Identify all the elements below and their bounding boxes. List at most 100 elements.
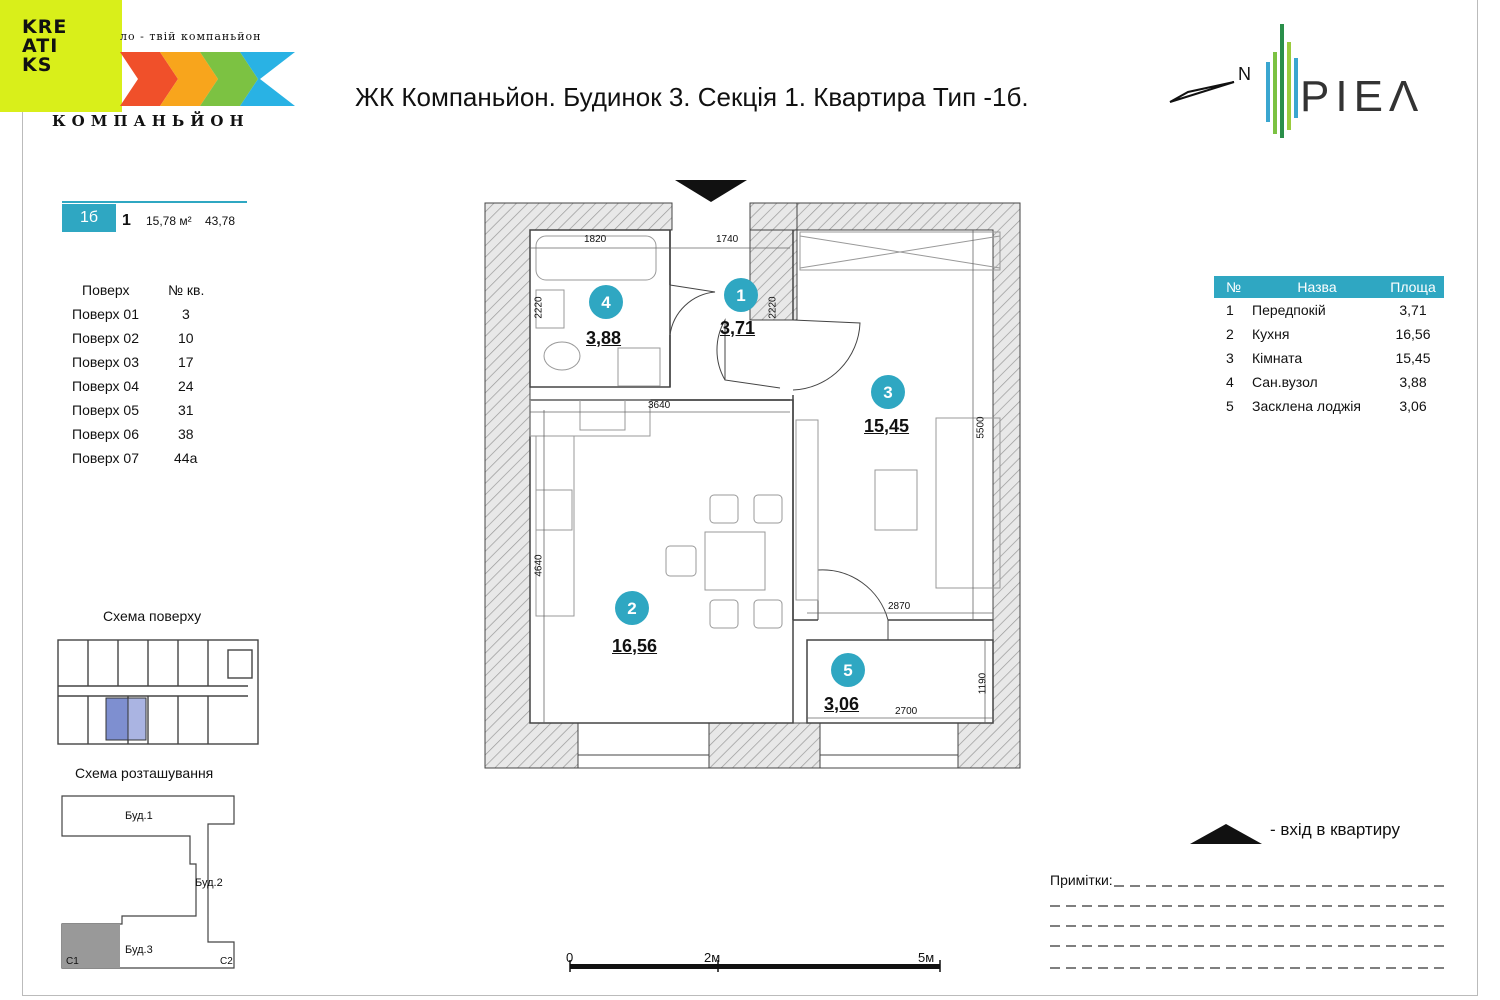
rooms-header-name: Назва bbox=[1297, 279, 1337, 295]
dim-hall-height: 2220 bbox=[767, 296, 779, 319]
floor-name: Поверх 03 bbox=[72, 354, 140, 370]
floor-name: Поверх 06 bbox=[72, 426, 140, 442]
doors bbox=[669, 284, 889, 640]
room-area-5: 3,06 bbox=[824, 694, 860, 714]
north-label: N bbox=[1238, 64, 1251, 84]
room-number-3: 3 bbox=[883, 383, 893, 402]
apt-number: 44а bbox=[174, 450, 198, 466]
floor-scheme-highlight bbox=[105, 697, 129, 741]
room-name: Передпокій bbox=[1252, 302, 1326, 318]
room-name: Сан.вузол bbox=[1252, 374, 1318, 390]
table-row: Поверх 03 17 bbox=[72, 350, 228, 374]
scale-bar bbox=[569, 960, 941, 972]
wall-segment bbox=[708, 722, 821, 769]
table-row: 2 Кухня 16,56 bbox=[1214, 322, 1444, 346]
wall-segment bbox=[749, 202, 798, 231]
room-num: 5 bbox=[1226, 398, 1234, 414]
site-scheme-label: Схема розташування bbox=[75, 765, 214, 781]
site-scheme bbox=[61, 795, 235, 969]
scale-mid: 2м bbox=[704, 950, 721, 965]
room-badge-4 bbox=[589, 285, 623, 319]
floor-plan bbox=[484, 180, 1021, 769]
room-name: Кухня bbox=[1252, 326, 1290, 342]
entry-arrow-icon bbox=[675, 180, 747, 202]
room-area-1: 3,71 bbox=[720, 318, 756, 338]
rooms-table-header: № Назва Площа bbox=[1214, 276, 1444, 298]
apt-number: 10 bbox=[178, 330, 194, 346]
complex-logo-mark bbox=[120, 52, 295, 106]
developer-logo-text: KRE ATI KS bbox=[22, 16, 68, 76]
room-badge-2 bbox=[615, 591, 649, 625]
room-area: 16,56 bbox=[1395, 326, 1431, 342]
dim-loggia-height: 1190 bbox=[977, 672, 989, 695]
rooms-table: № Назва Площа 1 Передпокій 3,71 2 Кухня 16,5… bbox=[1214, 276, 1444, 418]
table-row: Поверх 07 44а bbox=[72, 446, 228, 470]
apt-number: 17 bbox=[178, 354, 194, 370]
builder-logo-text: PIEΛ bbox=[1300, 72, 1425, 121]
complex-name: КОМПАНЬЙОН bbox=[52, 112, 250, 130]
room-name: Кімната bbox=[1252, 350, 1303, 366]
floor-scheme-label: Схема поверху bbox=[103, 608, 202, 624]
dim-kitchen-height: 4640 bbox=[533, 554, 545, 577]
room-area: 3,88 bbox=[1399, 374, 1427, 390]
builder-logo-mark bbox=[1266, 24, 1298, 138]
dim-bath-height: 2220 bbox=[533, 296, 545, 319]
furniture bbox=[529, 231, 1001, 629]
room-badges bbox=[589, 278, 905, 687]
living-area: 15,78 м² bbox=[146, 214, 192, 228]
total-area: 43,78 bbox=[205, 214, 236, 228]
room-num: 3 bbox=[1226, 350, 1234, 366]
floor-name: Поверх 04 bbox=[72, 378, 140, 394]
floor-name: Поверх 02 bbox=[72, 330, 140, 346]
c2-label: С2 bbox=[220, 956, 233, 967]
floors-table: Поверх № кв. Поверх 01 3 Поверх 02 10 Пове… bbox=[72, 278, 228, 470]
dim-room-height: 5500 bbox=[975, 416, 987, 439]
room-num: 4 bbox=[1226, 374, 1234, 390]
table-row: Поверх 02 10 bbox=[72, 326, 228, 350]
c1-label: С1 bbox=[66, 956, 79, 967]
dimension-lines bbox=[530, 230, 993, 723]
table-row: Поверх 04 24 bbox=[72, 374, 228, 398]
notes-lines bbox=[1050, 885, 1446, 969]
building-2-label: Буд.2 bbox=[195, 877, 223, 889]
floors-header-floor: Поверх bbox=[82, 282, 130, 298]
floor-name: Поверх 01 bbox=[72, 306, 140, 322]
room-area-2: 16,56 bbox=[612, 636, 658, 656]
room-area: 3,71 bbox=[1399, 302, 1427, 318]
summary-strip-line bbox=[62, 201, 247, 203]
room-number-5: 5 bbox=[843, 661, 853, 680]
floors-header: Поверх № кв. bbox=[72, 278, 228, 302]
complex-tagline: ло - твій компаньйон bbox=[120, 30, 262, 43]
room-area-3: 15,45 bbox=[864, 416, 910, 436]
apt-number: 31 bbox=[178, 402, 194, 418]
room-name: Засклена лоджія bbox=[1252, 398, 1361, 414]
table-row: Поверх 05 31 bbox=[72, 398, 228, 422]
room-number-1: 1 bbox=[736, 286, 746, 305]
room-num: 2 bbox=[1226, 326, 1234, 342]
page-title: ЖК Компаньйон. Будинок 3. Секція 1. Квар… bbox=[355, 82, 1029, 112]
notes-label: Примітки: bbox=[1050, 872, 1113, 888]
floor-scheme bbox=[57, 639, 259, 745]
building-1-label: Буд.1 bbox=[125, 810, 153, 822]
scale-start: 0 bbox=[566, 950, 574, 965]
room-badge-5 bbox=[831, 653, 865, 687]
rooms-header-area: Площа bbox=[1390, 279, 1436, 295]
room-number-4: 4 bbox=[601, 293, 611, 312]
apt-number: 24 bbox=[178, 378, 194, 394]
dim-room-width: 2870 bbox=[888, 601, 911, 612]
floor-name: Поверх 07 bbox=[72, 450, 140, 466]
building-3-label: Буд.3 bbox=[125, 944, 153, 956]
page-frame bbox=[22, 0, 1478, 996]
floor-name: Поверх 05 bbox=[72, 402, 140, 418]
entry-legend-icon bbox=[1190, 824, 1262, 844]
window-loggia bbox=[819, 754, 959, 769]
apt-number: 3 bbox=[182, 306, 190, 322]
apt-number: 38 bbox=[178, 426, 194, 442]
rooms-header-num: № bbox=[1226, 279, 1242, 295]
dim-hall-width: 1740 bbox=[716, 234, 739, 245]
apartment-type-badge: 1б bbox=[62, 204, 116, 232]
table-row: 1 Передпокій 3,71 bbox=[1214, 298, 1444, 322]
room-num: 1 bbox=[1226, 302, 1234, 318]
table-row: Поверх 06 38 bbox=[72, 422, 228, 446]
